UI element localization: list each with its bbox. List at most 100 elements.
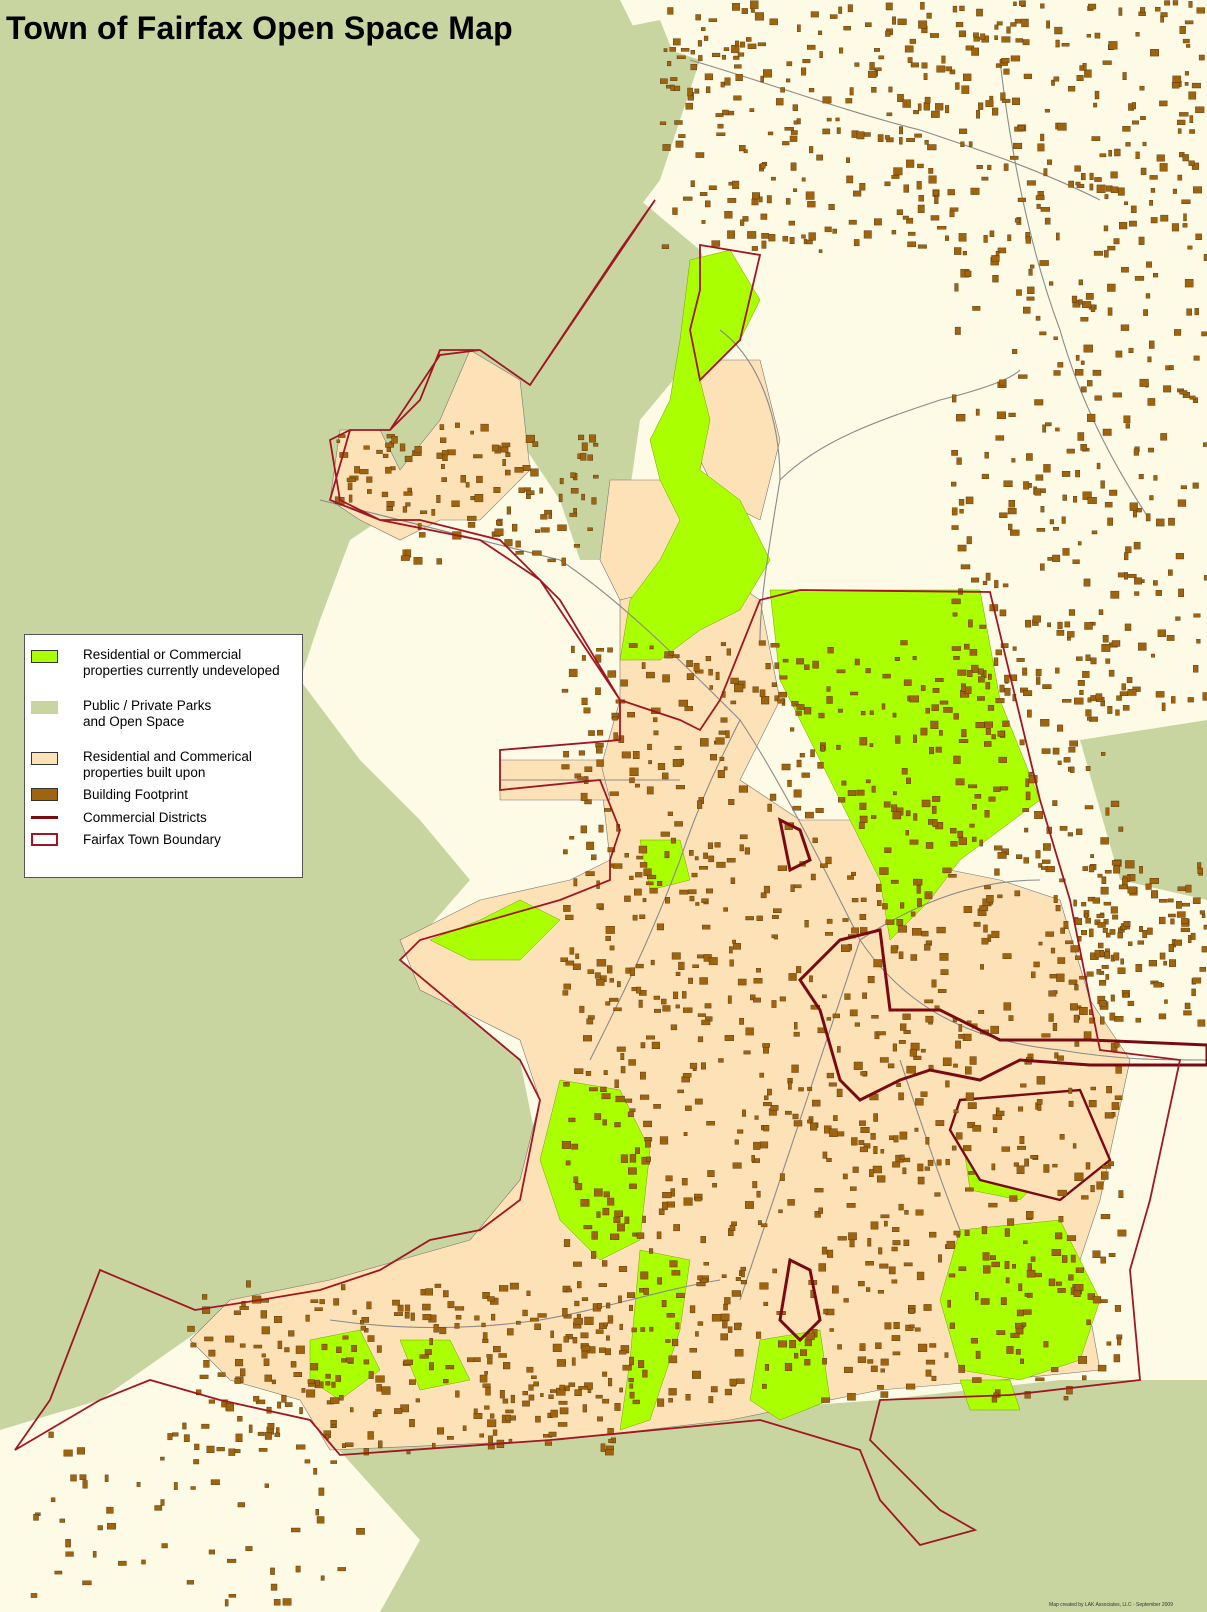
building-footprint bbox=[1067, 85, 1076, 92]
building-footprint bbox=[925, 1359, 936, 1365]
building-footprint bbox=[921, 799, 931, 808]
building-footprint bbox=[622, 1364, 632, 1371]
building-footprint bbox=[943, 707, 953, 713]
building-footprint bbox=[709, 685, 713, 690]
building-footprint bbox=[424, 1349, 432, 1355]
building-footprint bbox=[1022, 39, 1030, 46]
building-footprint bbox=[65, 1551, 74, 1557]
building-footprint bbox=[953, 713, 959, 720]
building-footprint bbox=[1114, 1095, 1123, 1100]
building-footprint bbox=[1072, 1143, 1077, 1149]
building-footprint bbox=[596, 648, 604, 652]
building-footprint bbox=[696, 1282, 706, 1287]
building-footprint bbox=[588, 730, 595, 736]
building-footprint bbox=[706, 1121, 716, 1126]
building-footprint bbox=[683, 1197, 693, 1206]
building-footprint bbox=[771, 176, 776, 181]
building-footprint bbox=[959, 5, 965, 12]
building-footprint bbox=[730, 677, 739, 685]
building-footprint bbox=[949, 1322, 955, 1329]
building-footprint bbox=[777, 865, 788, 871]
building-footprint bbox=[547, 558, 556, 563]
building-footprint bbox=[563, 983, 571, 990]
building-footprint bbox=[763, 1301, 769, 1306]
building-footprint bbox=[891, 1246, 898, 1252]
building-footprint bbox=[1148, 447, 1155, 453]
building-footprint bbox=[843, 26, 851, 31]
building-footprint bbox=[932, 688, 940, 693]
building-footprint bbox=[1105, 974, 1110, 980]
building-footprint bbox=[823, 1308, 828, 1315]
building-footprint bbox=[1171, 696, 1176, 704]
building-footprint bbox=[440, 437, 447, 443]
building-footprint bbox=[673, 38, 681, 46]
building-footprint bbox=[818, 30, 823, 35]
building-footprint bbox=[925, 1137, 930, 1145]
building-footprint bbox=[825, 932, 833, 936]
building-footprint bbox=[1001, 1146, 1010, 1152]
building-footprint bbox=[670, 77, 678, 81]
building-footprint bbox=[1197, 1019, 1206, 1027]
building-footprint bbox=[1192, 897, 1201, 904]
building-footprint bbox=[679, 889, 689, 895]
building-footprint bbox=[844, 1366, 853, 1373]
building-footprint bbox=[991, 255, 1000, 262]
building-footprint bbox=[284, 1402, 293, 1407]
building-footprint bbox=[951, 1145, 957, 1151]
building-footprint bbox=[1161, 702, 1166, 711]
building-footprint bbox=[291, 1527, 301, 1533]
building-footprint bbox=[1053, 336, 1058, 340]
building-footprint bbox=[957, 830, 964, 838]
building-footprint bbox=[771, 682, 777, 687]
building-footprint bbox=[734, 1349, 744, 1357]
building-footprint bbox=[707, 1170, 715, 1177]
building-footprint bbox=[1061, 516, 1066, 524]
building-footprint bbox=[909, 1324, 915, 1329]
building-footprint bbox=[1121, 683, 1126, 691]
building-footprint bbox=[473, 454, 483, 459]
building-footprint bbox=[572, 1336, 578, 1344]
building-footprint bbox=[544, 1441, 552, 1446]
building-footprint bbox=[763, 1124, 770, 1132]
building-footprint bbox=[92, 1551, 97, 1558]
building-footprint bbox=[703, 35, 709, 41]
building-footprint bbox=[1025, 778, 1030, 787]
building-footprint bbox=[638, 999, 643, 1008]
building-footprint bbox=[1177, 174, 1183, 181]
building-footprint bbox=[320, 1575, 325, 1581]
building-footprint bbox=[540, 514, 548, 520]
building-footprint bbox=[1023, 306, 1031, 314]
building-footprint bbox=[561, 688, 569, 693]
building-footprint bbox=[1094, 177, 1102, 182]
building-footprint bbox=[1149, 495, 1154, 501]
building-footprint bbox=[255, 1399, 266, 1405]
building-footprint bbox=[1068, 1100, 1074, 1107]
building-footprint bbox=[350, 1407, 354, 1413]
building-footprint bbox=[928, 175, 937, 184]
building-footprint bbox=[234, 1377, 241, 1384]
building-footprint bbox=[667, 7, 674, 15]
building-footprint bbox=[907, 241, 917, 248]
building-footprint bbox=[79, 1474, 87, 1480]
building-footprint bbox=[1036, 1076, 1046, 1085]
building-footprint bbox=[892, 712, 897, 718]
building-footprint bbox=[635, 963, 644, 969]
building-footprint bbox=[737, 978, 747, 986]
building-footprint bbox=[1054, 26, 1063, 35]
building-footprint bbox=[104, 1474, 109, 1482]
building-footprint bbox=[271, 1379, 276, 1385]
building-footprint bbox=[992, 107, 999, 116]
building-footprint bbox=[1012, 349, 1018, 354]
building-footprint bbox=[1041, 866, 1048, 870]
building-footprint bbox=[988, 1202, 998, 1208]
building-footprint bbox=[846, 157, 850, 164]
building-footprint bbox=[734, 684, 744, 693]
building-footprint bbox=[1117, 967, 1126, 974]
building-footprint bbox=[873, 1113, 878, 1122]
building-footprint bbox=[957, 669, 967, 676]
building-footprint bbox=[1125, 142, 1131, 147]
building-footprint bbox=[629, 875, 634, 880]
building-footprint bbox=[858, 822, 865, 829]
building-footprint bbox=[903, 1262, 913, 1267]
